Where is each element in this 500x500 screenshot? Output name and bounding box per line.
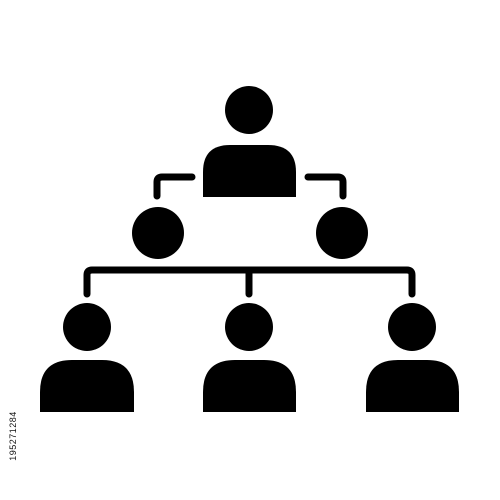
top-connector-icon (153, 173, 347, 200)
image-id-label: 195271284 (6, 386, 20, 486)
bottom-person-right-icon (366, 303, 459, 412)
bottom-person-center-icon (203, 303, 296, 412)
bottom-connector-icon (83, 266, 416, 298)
bottom-person-left-icon (40, 303, 134, 412)
image-id-text: 195271284 (8, 411, 18, 461)
middle-node-left-icon (132, 207, 184, 259)
middle-node-right-icon (316, 207, 368, 259)
top-person-icon (203, 86, 296, 197)
